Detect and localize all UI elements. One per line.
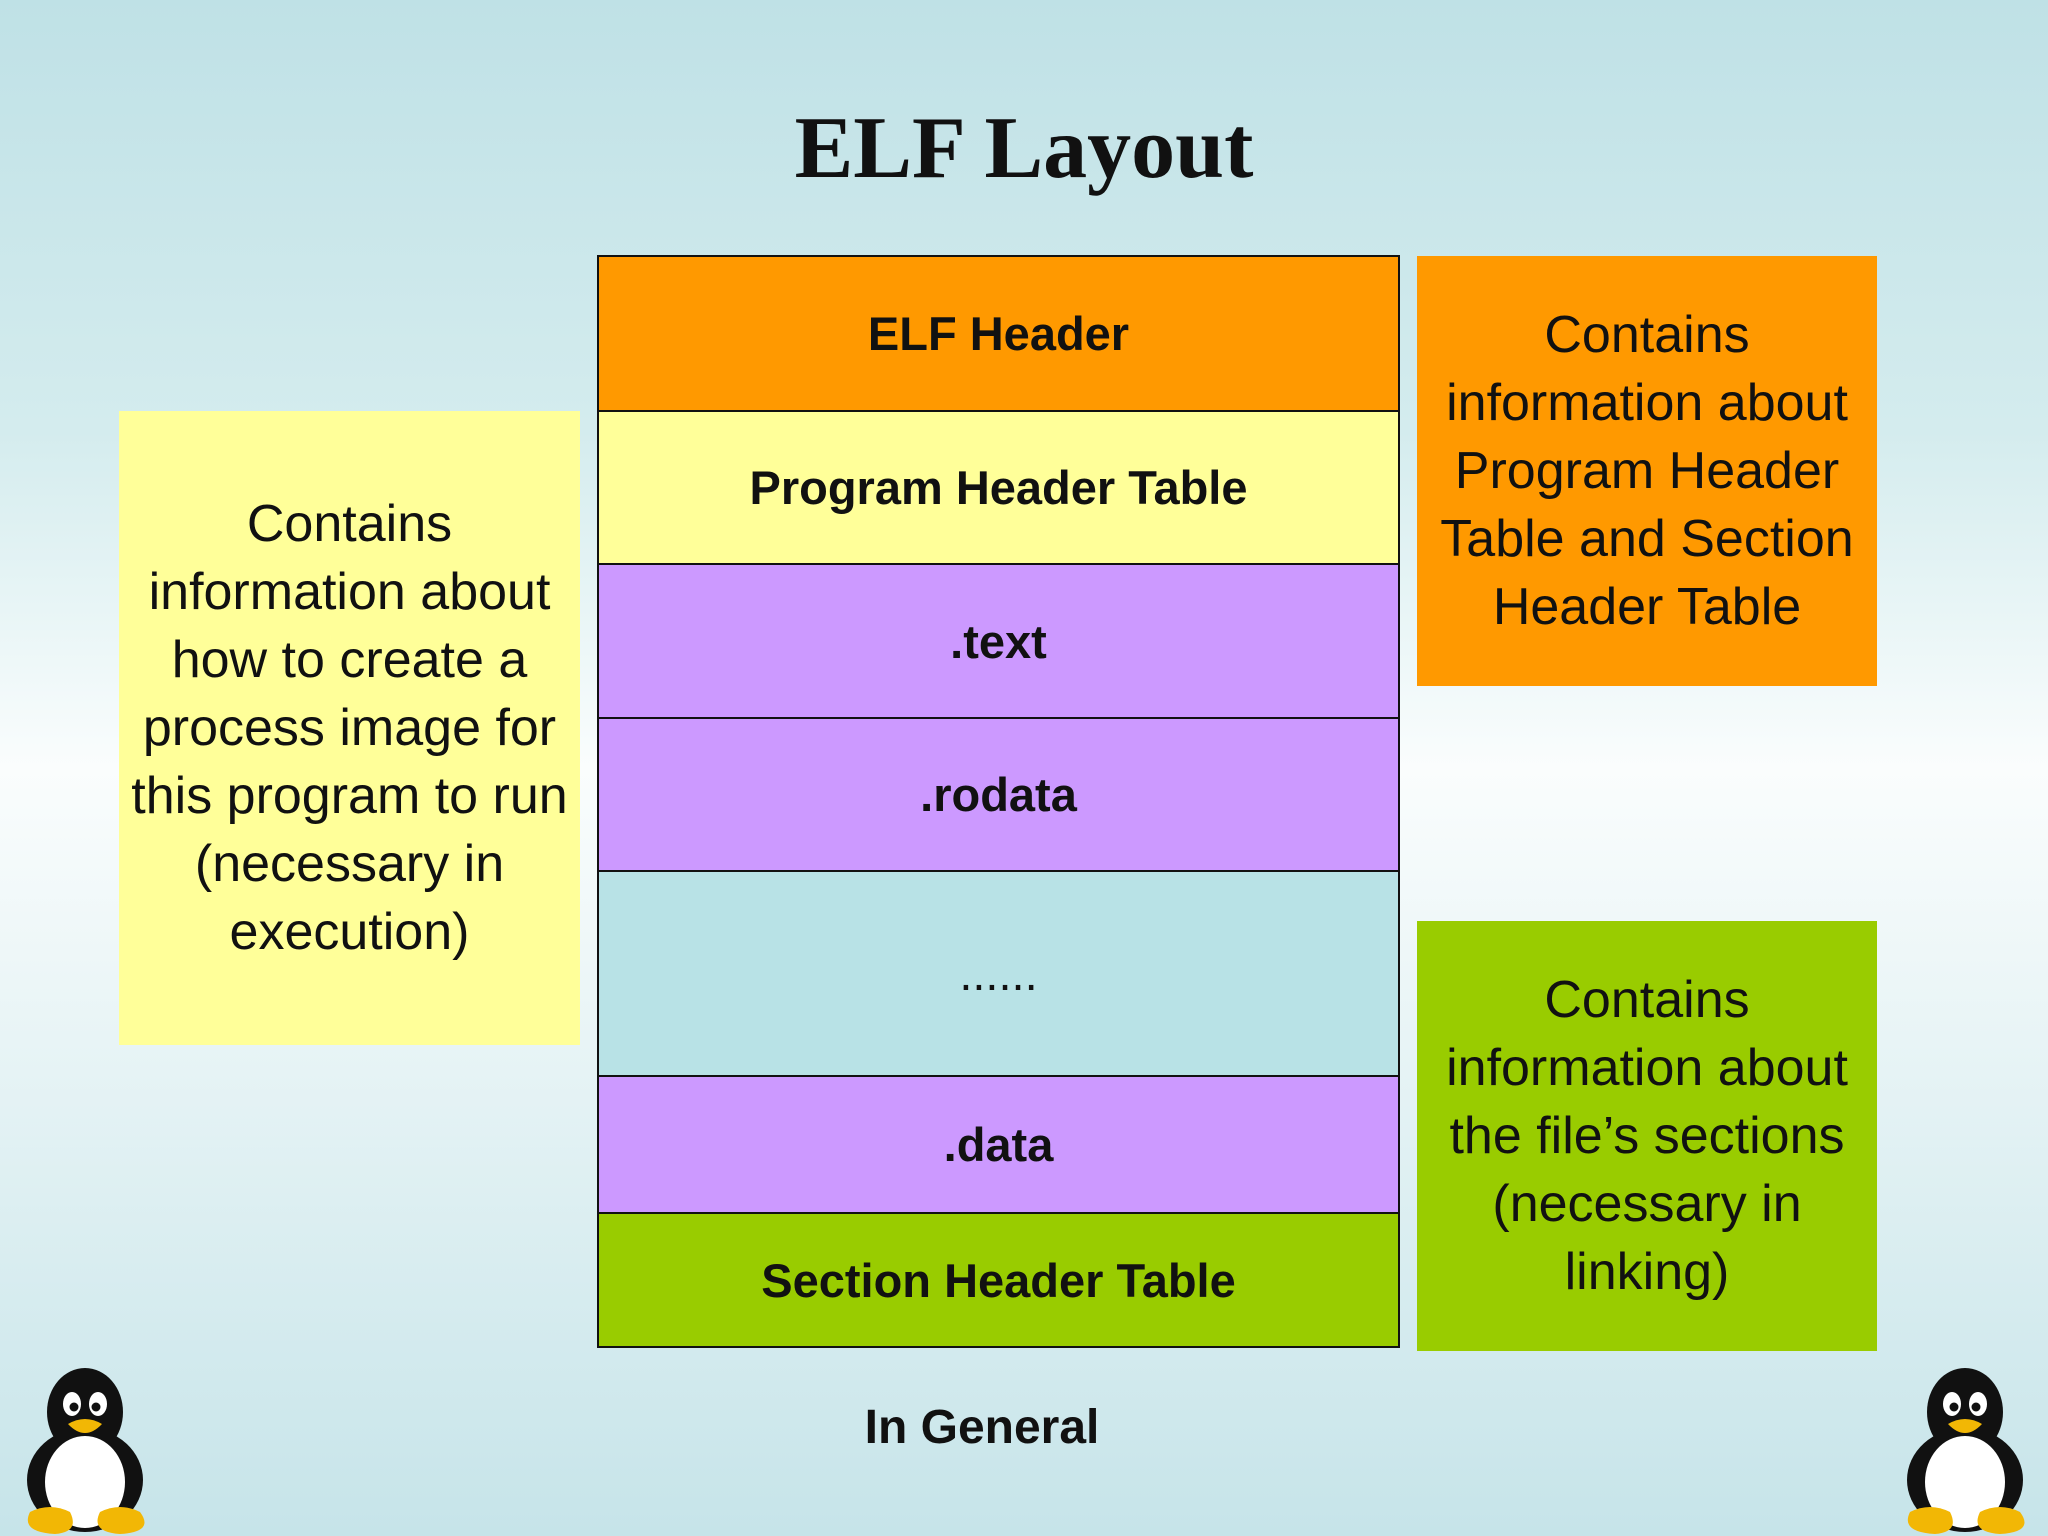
segment-section-header-table: Section Header Table	[599, 1214, 1398, 1346]
segment-label: .text	[950, 614, 1047, 668]
slide-title: ELF Layout	[794, 100, 1254, 197]
segment-label: Program Header Table	[749, 461, 1248, 514]
elf-layout-stack: ELF Header Program Header Table .text .r…	[597, 255, 1400, 1348]
program-header-note: Contains information about how to create…	[119, 411, 580, 1045]
segment-label: .data	[943, 1118, 1054, 1171]
segment-label: Section Header Table	[761, 1253, 1236, 1307]
section-header-note-text: Contains information about the file’s se…	[1446, 971, 1848, 1301]
elf-header-note: Contains information about Program Heade…	[1417, 256, 1877, 686]
segment-data: .data	[599, 1077, 1398, 1214]
segment-label: ......	[959, 947, 1038, 1000]
section-header-note: Contains information about the file’s se…	[1417, 921, 1877, 1351]
segment-label: ELF Header	[867, 307, 1130, 360]
segment-elf-header: ELF Header	[599, 257, 1398, 412]
segment-program-header-table: Program Header Table	[599, 412, 1398, 565]
tux-penguin-icon	[1907, 1368, 2025, 1534]
layout-caption: In General	[864, 1401, 1100, 1454]
segment-text: .text	[599, 565, 1398, 719]
tux-penguin-icon	[27, 1368, 145, 1534]
segment-ellipsis: ......	[599, 872, 1398, 1077]
program-header-note-text: Contains information about how to create…	[131, 495, 568, 961]
elf-header-note-text: Contains information about Program Heade…	[1440, 306, 1854, 636]
segment-label: .rodata	[920, 768, 1077, 821]
segment-rodata: .rodata	[599, 719, 1398, 872]
